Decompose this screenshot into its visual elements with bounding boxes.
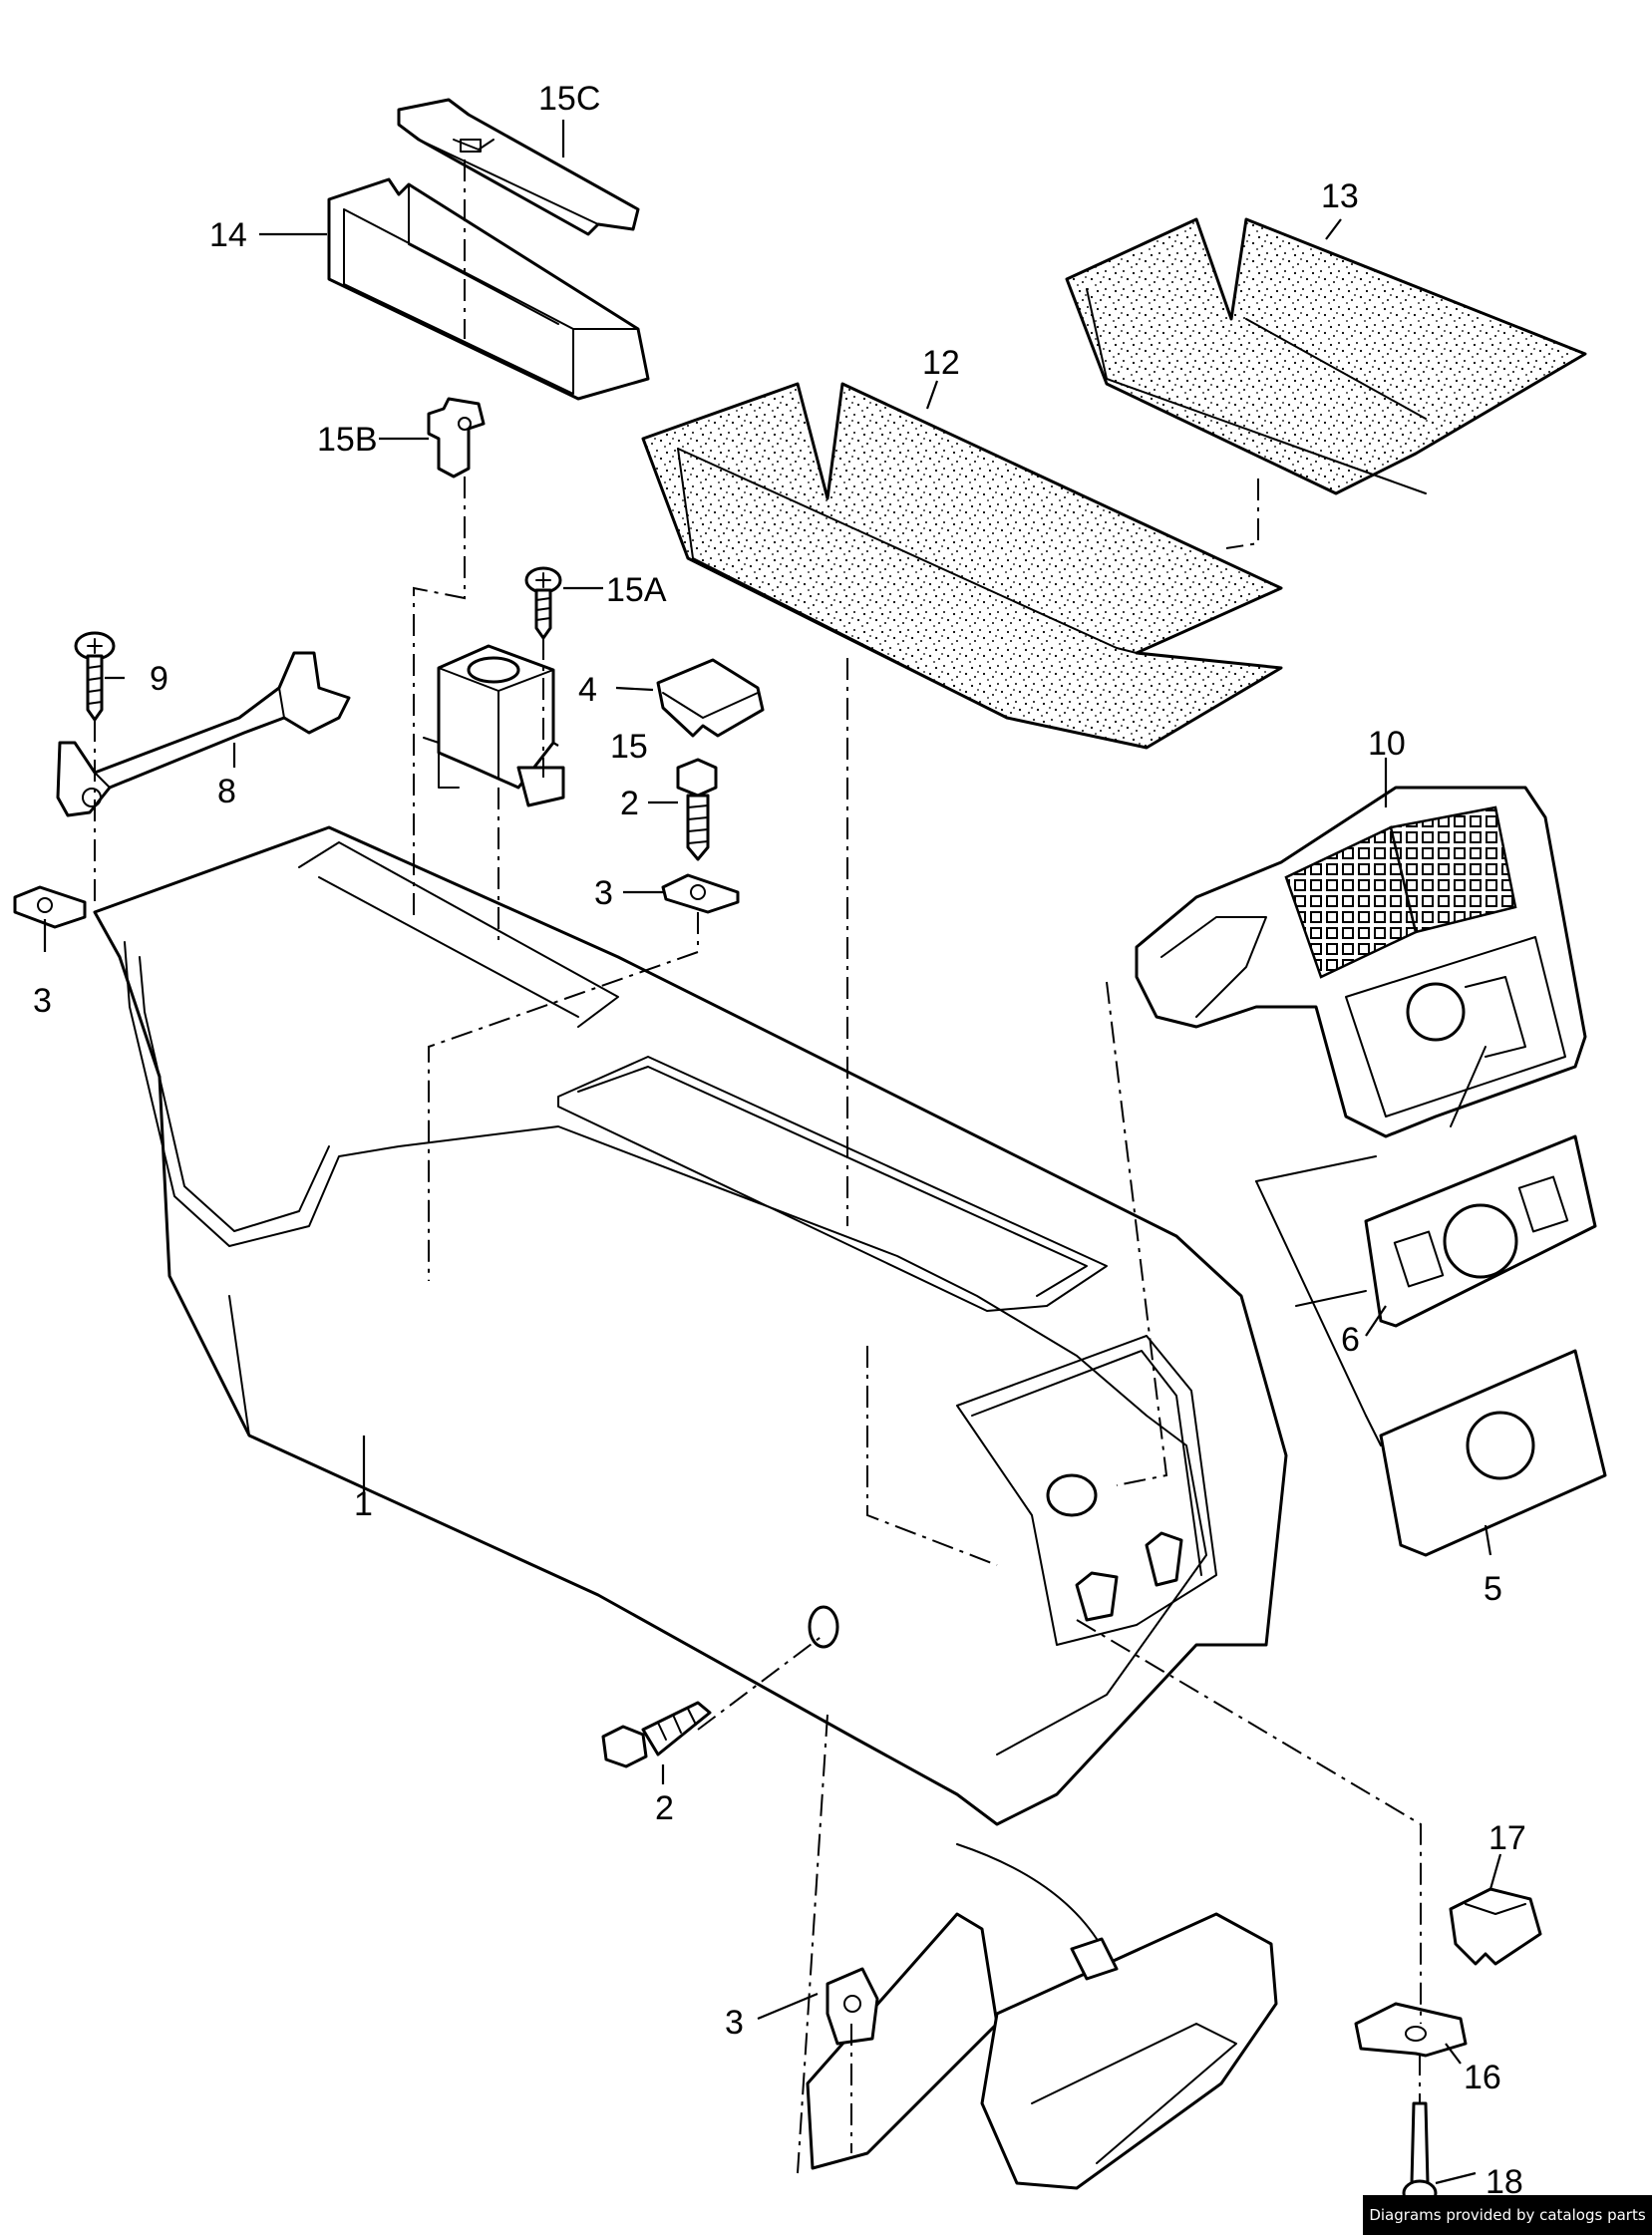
part-1-console <box>93 825 1288 1826</box>
part-15c-strip <box>397 98 640 236</box>
label-1: 1 <box>354 1485 373 1523</box>
label-10: 10 <box>1368 725 1406 763</box>
label-5: 5 <box>1484 1570 1502 1608</box>
attribution-banner: Diagrams provided by catalogs parts <box>1363 2195 1652 2235</box>
label-3-mid: 3 <box>594 874 613 912</box>
callout-labels: 15C 14 13 12 15B 15A 9 4 8 15 2 10 3 3 6… <box>33 80 1526 2201</box>
part-6-switch-panel <box>1364 1134 1597 1328</box>
part-10-vent-housing <box>1135 786 1587 1138</box>
label-15c: 15C <box>538 80 600 118</box>
part-8-bracket <box>56 651 351 817</box>
label-6: 6 <box>1341 1321 1360 1359</box>
part-2-bolt-upper <box>676 758 718 861</box>
part-9-screw <box>74 631 116 722</box>
leader-lines <box>43 120 1502 2185</box>
part-12-pad <box>641 382 1283 750</box>
lower-bracket-assembly <box>806 1843 1278 2190</box>
label-15: 15 <box>610 728 648 766</box>
part-18-screw <box>1402 2101 1438 2207</box>
part-15-block <box>423 644 565 807</box>
part-2-bolt-lower <box>601 1605 839 1768</box>
label-15b: 15B <box>317 421 378 459</box>
label-3-left: 3 <box>33 982 52 1020</box>
part-14-tray <box>327 177 650 401</box>
assembly-phantom-lines <box>94 160 1422 2174</box>
label-13: 13 <box>1321 177 1359 215</box>
label-15a: 15A <box>606 571 667 609</box>
label-12: 12 <box>922 344 960 382</box>
panel-frame-lines <box>1255 1046 1487 1446</box>
part-4-cap <box>656 658 765 738</box>
part-3-nut-left <box>13 885 87 929</box>
label-17: 17 <box>1488 1819 1526 1857</box>
part-15a-screw <box>524 566 562 640</box>
label-16: 16 <box>1464 2059 1501 2096</box>
part-13-pad <box>1065 217 1587 495</box>
part-16-bracket <box>1354 2002 1468 2058</box>
part-15b-clip <box>427 397 486 479</box>
label-14: 14 <box>209 216 247 254</box>
label-2-upper: 2 <box>620 785 639 822</box>
label-3-lower: 3 <box>725 2004 744 2042</box>
label-9: 9 <box>150 660 168 698</box>
part-17-clip <box>1449 1887 1542 1966</box>
part-5-blank-panel <box>1379 1349 1607 1557</box>
label-4: 4 <box>578 671 597 709</box>
label-8: 8 <box>217 773 236 810</box>
part-3-nut-mid <box>661 873 740 914</box>
label-2-lower: 2 <box>655 1789 674 1827</box>
label-18: 18 <box>1486 2163 1523 2201</box>
